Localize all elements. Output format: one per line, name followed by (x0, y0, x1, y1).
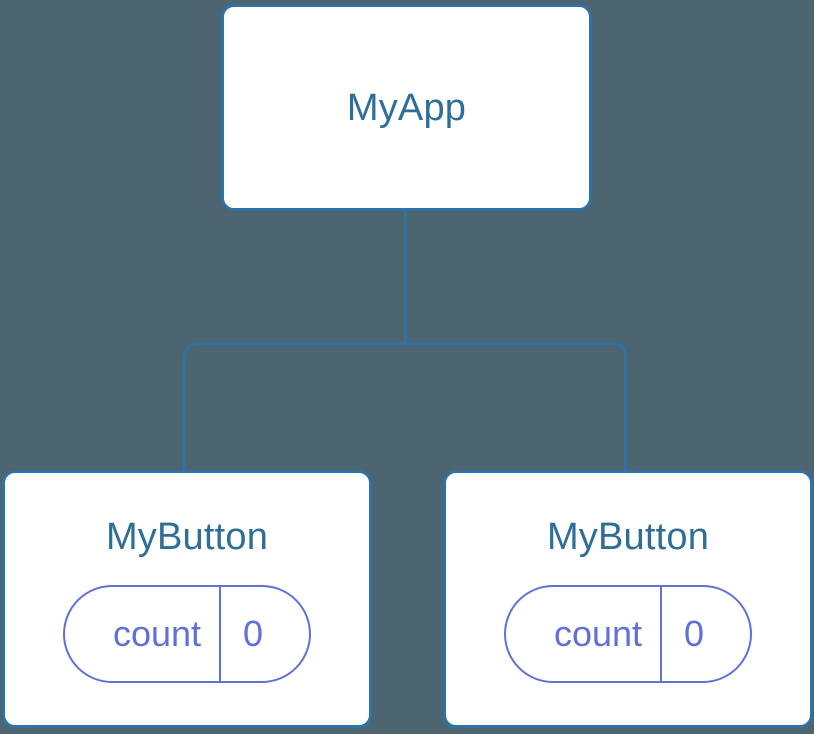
state-pill[interactable]: count 0 (62, 585, 312, 683)
tree-node-root[interactable]: MyApp (221, 4, 592, 211)
state-value: 0 (243, 613, 264, 654)
tree-node-child-right[interactable]: MyButton count 0 (443, 470, 813, 728)
node-title: MyButton (546, 516, 710, 558)
connector-branch-right (405, 342, 627, 472)
state-pill-divider (660, 587, 663, 681)
state-key: count (553, 613, 643, 654)
state-pill[interactable]: count 0 (503, 585, 753, 683)
connector-branch-left (183, 342, 406, 472)
node-title: MyButton (105, 516, 269, 558)
tree-node-child-left[interactable]: MyButton count 0 (2, 470, 372, 728)
node-title: MyApp (346, 86, 467, 129)
state-pill-divider (219, 587, 222, 681)
state-key: count (112, 613, 202, 654)
state-value: 0 (684, 613, 705, 654)
